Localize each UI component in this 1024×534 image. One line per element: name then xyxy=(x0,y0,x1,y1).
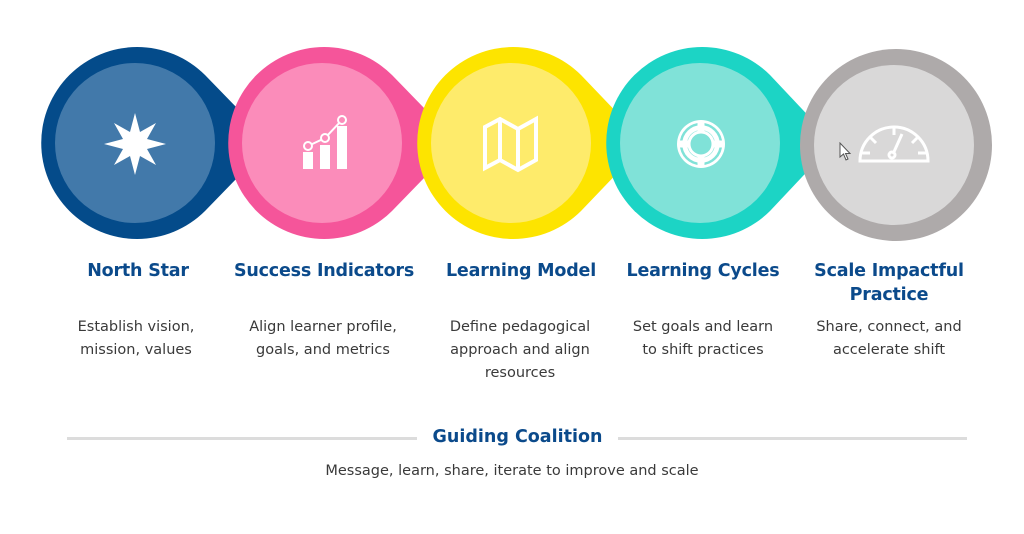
step-3-description-line2: approach and align xyxy=(450,342,590,358)
step-5-description: Share, connect, and accelerate shift xyxy=(804,316,974,362)
step-1-description-line1: Establish vision, xyxy=(77,319,195,335)
coalition-divider-right xyxy=(618,437,967,440)
mouse-cursor-icon xyxy=(839,142,852,161)
step-4-description-line1: Set goals and learn xyxy=(632,319,774,335)
step-2-inner-circle xyxy=(242,63,402,223)
step-2-description: Align learner profile, goals, and metric… xyxy=(238,316,408,362)
step-2-description-line1: Align learner profile, xyxy=(249,319,397,335)
step-5-node xyxy=(800,49,992,241)
step-2-description-line2: goals, and metrics xyxy=(256,342,390,358)
step-5-title-line2: Practice xyxy=(849,285,929,305)
step-3-title: Learning Model xyxy=(445,261,597,281)
step-1-description: Establish vision, mission, values xyxy=(51,316,221,362)
lifebuoy-icon xyxy=(677,120,725,168)
map-icon xyxy=(483,115,538,173)
step-5-description-line2: accelerate shift xyxy=(832,342,946,358)
speedometer-icon xyxy=(858,125,930,163)
step-3-description: Define pedagogical approach and align re… xyxy=(435,316,605,385)
step-4-title: Learning Cycles xyxy=(626,261,780,281)
step-5-inner-circle xyxy=(814,65,974,225)
step-2-node xyxy=(228,47,458,240)
step-3-description-line1: Define pedagogical xyxy=(449,319,591,335)
coalition-divider-left xyxy=(67,437,417,440)
step-4-description: Set goals and learn to shift practices xyxy=(618,316,788,362)
step-1-title: North Star xyxy=(87,261,189,281)
growth-chart-icon xyxy=(303,115,347,169)
step-4-description-line2: to shift practices xyxy=(642,342,764,358)
step-5-description-line1: Share, connect, and xyxy=(816,319,962,335)
step-1-node xyxy=(41,47,271,240)
step-5-title: Scale Impactful Practice xyxy=(789,259,989,307)
step-1-description-line2: mission, values xyxy=(80,342,192,358)
process-diagram xyxy=(41,46,992,241)
step-3-node xyxy=(417,46,646,240)
step-4-node xyxy=(606,46,834,240)
coalition-title: Guiding Coalition xyxy=(432,427,603,447)
compass-star-icon xyxy=(104,113,166,175)
step-5-title-line1: Scale Impactful xyxy=(814,261,964,281)
step-3-description-line3: resources xyxy=(484,365,556,381)
step-3-inner-circle xyxy=(431,63,591,223)
coalition-description: Message, learn, share, iterate to improv… xyxy=(325,463,699,479)
step-2-title: Success Indicators xyxy=(233,261,415,281)
